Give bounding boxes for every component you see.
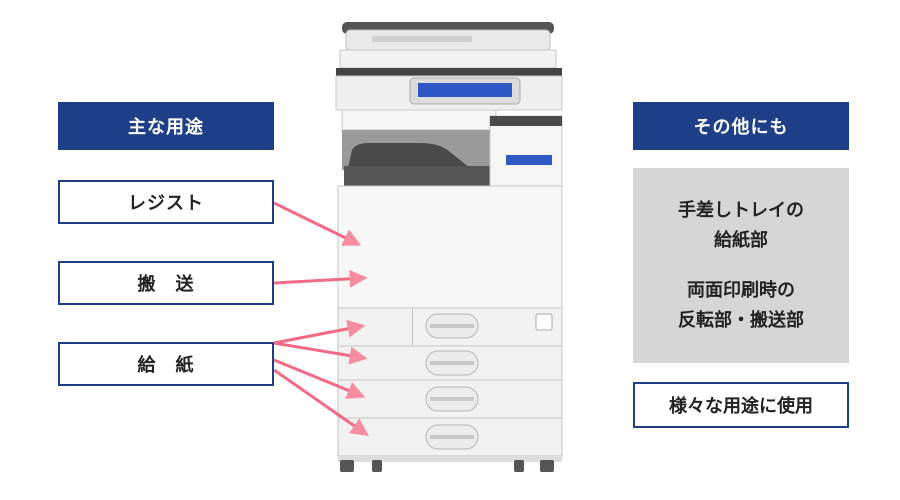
arrow-feed-2 (273, 341, 368, 365)
arrows (273, 201, 369, 437)
arrow-feed-1 (273, 319, 366, 345)
arrow-feed-4 (273, 368, 369, 437)
arrow-register (273, 201, 362, 246)
transport-label: 搬 送 (58, 261, 274, 305)
info-line: 給紙部 (714, 229, 768, 251)
main-uses-header: 主な用途 (58, 102, 274, 150)
status-light (506, 155, 552, 165)
output-tray (341, 109, 563, 187)
arrow-feed-3 (273, 358, 366, 399)
other-uses-panel: 手差しトレイの 給紙部 両面印刷時の 反転部・搬送部 (633, 168, 849, 363)
manual-tray-text: 手差しトレイの 給紙部 (678, 196, 804, 256)
display-screen (418, 83, 512, 97)
document-feeder (339, 22, 557, 69)
info-line: 手差しトレイの (678, 199, 804, 221)
duplex-text: 両面印刷時の 反転部・搬送部 (678, 276, 804, 336)
paper-feed-label: 給 紙 (58, 342, 274, 386)
control-panel (335, 68, 563, 111)
info-line: 両面印刷時の (687, 279, 795, 301)
various-uses-label: 様々な用途に使用 (633, 382, 849, 428)
copier-body (337, 185, 563, 472)
other-uses-header: その他にも (633, 102, 849, 150)
info-line: 反転部・搬送部 (678, 309, 804, 331)
arrow-transport (273, 269, 368, 288)
register-label: レジスト (58, 180, 274, 224)
